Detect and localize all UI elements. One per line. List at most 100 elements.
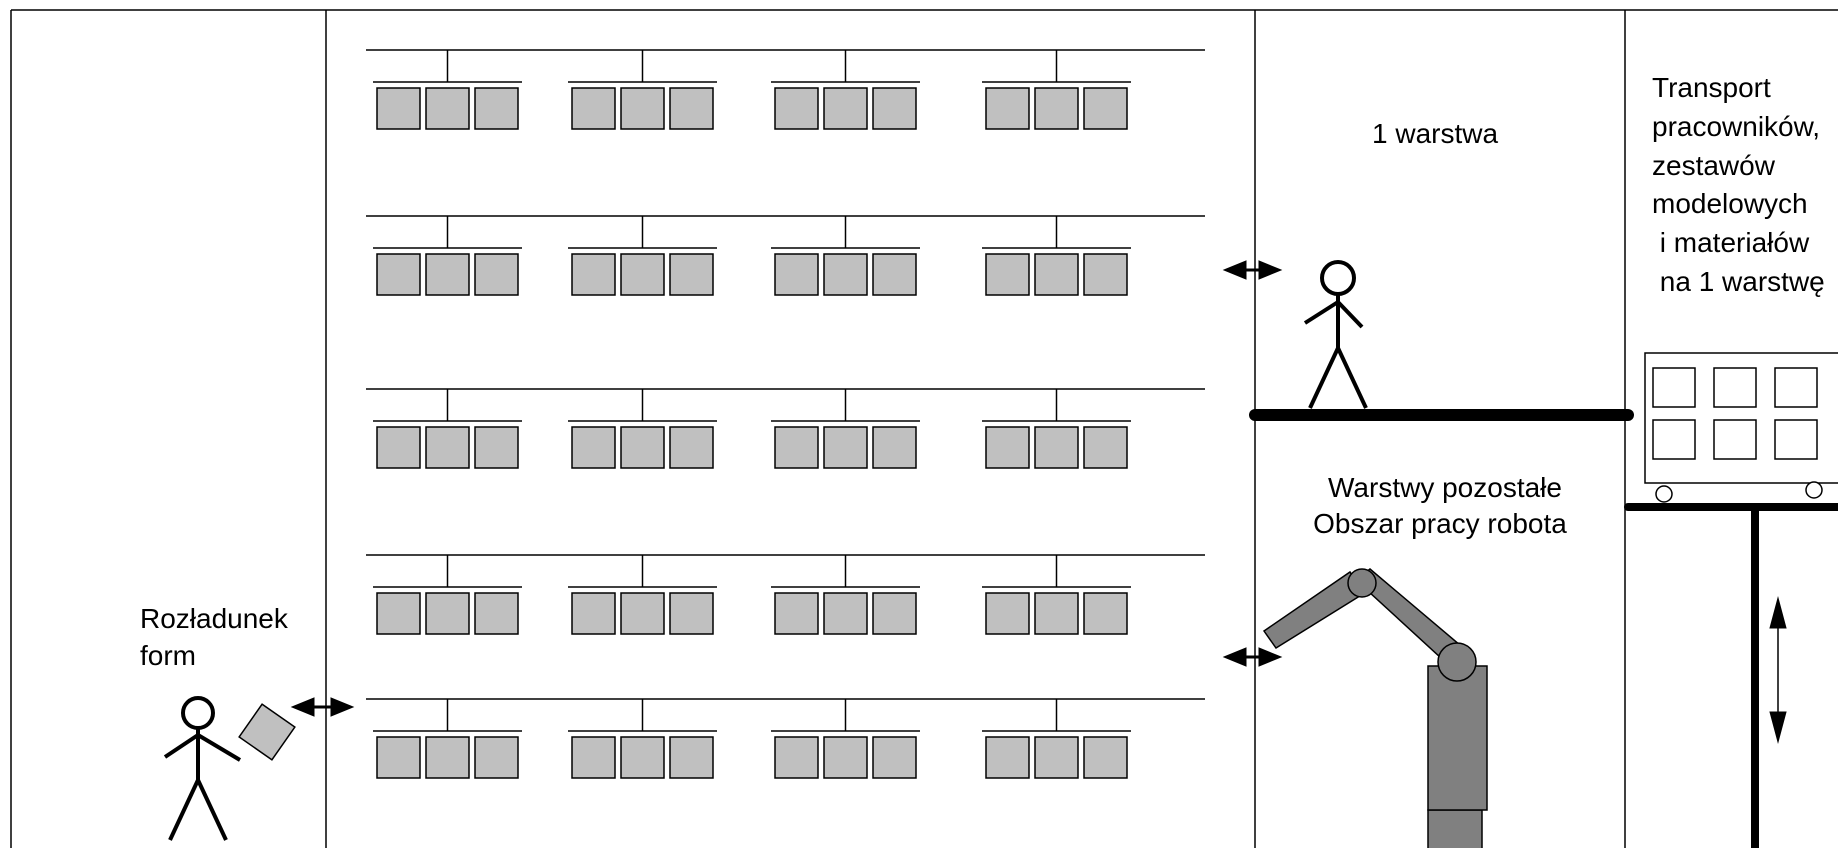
double-arrow-icon-robot	[1222, 647, 1283, 667]
transport-label-line-3: zestawów	[1652, 150, 1776, 181]
rack-box	[571, 426, 616, 469]
rack-box	[376, 426, 421, 469]
cart-box	[1713, 367, 1757, 408]
robot-arm-icon	[1262, 568, 1488, 848]
rack-box	[1034, 736, 1079, 779]
rack-row	[366, 388, 1205, 469]
rack-box	[620, 426, 665, 469]
rack-box	[474, 736, 519, 779]
rack-box	[823, 426, 868, 469]
rack-box	[1034, 426, 1079, 469]
rack-group	[982, 699, 1131, 779]
rack-group	[568, 50, 717, 130]
rack-group	[568, 699, 717, 779]
rack-box	[1083, 592, 1128, 635]
rack-group	[771, 389, 920, 469]
rack-box	[1034, 87, 1079, 130]
rack-box	[774, 592, 819, 635]
rack-group	[982, 389, 1131, 469]
rack-row	[366, 215, 1205, 296]
layer1-label: 1 warstwa	[1372, 118, 1498, 149]
double-arrow-icon-unloading	[290, 697, 355, 717]
rack-box	[669, 426, 714, 469]
double-arrow-icon-layer1	[1222, 260, 1283, 280]
rack-box	[1083, 87, 1128, 130]
rack-box	[985, 253, 1030, 296]
rack-box	[669, 592, 714, 635]
rack-box	[985, 87, 1030, 130]
transport-cart-icon	[1644, 352, 1838, 503]
rack-box	[669, 87, 714, 130]
cart-box	[1774, 419, 1818, 460]
rack-box	[823, 253, 868, 296]
transport-label-line-1: Transport	[1652, 72, 1771, 103]
rack-box	[872, 592, 917, 635]
rack-box	[985, 736, 1030, 779]
rack-row	[366, 554, 1205, 635]
rack-box	[376, 736, 421, 779]
rack-box	[872, 426, 917, 469]
rack-box	[774, 426, 819, 469]
rack-group	[373, 50, 522, 130]
rack-group	[568, 389, 717, 469]
rack-box	[571, 253, 616, 296]
rack-box	[620, 736, 665, 779]
rack-rows	[366, 49, 1205, 779]
rack-box	[823, 736, 868, 779]
rack-group	[373, 555, 522, 635]
rack-box	[376, 592, 421, 635]
rack-box	[425, 253, 470, 296]
rack-box	[872, 736, 917, 779]
cart-boxes	[1652, 367, 1818, 460]
unloading-label-line-2: form	[140, 640, 196, 671]
robot-area-label-line-2: Obszar pracy robota	[1313, 508, 1567, 539]
rack-box	[985, 426, 1030, 469]
rack-group	[568, 555, 717, 635]
rack-box	[474, 253, 519, 296]
rack-group	[771, 216, 920, 296]
rack-box	[620, 253, 665, 296]
rack-box	[425, 736, 470, 779]
rack-box	[774, 87, 819, 130]
rack-box	[872, 87, 917, 130]
rack-box	[474, 426, 519, 469]
cart-box	[1774, 367, 1818, 408]
rack-box	[571, 736, 616, 779]
rack-group	[771, 50, 920, 130]
form-box-icon	[238, 703, 296, 761]
rack-group	[982, 50, 1131, 130]
rack-box	[823, 592, 868, 635]
rack-box	[985, 592, 1030, 635]
rack-box	[376, 87, 421, 130]
rack-box	[1034, 253, 1079, 296]
rack-box	[620, 592, 665, 635]
rack-box	[474, 87, 519, 130]
rack-box	[1083, 736, 1128, 779]
worker-layer1-icon	[1303, 260, 1368, 409]
rack-box	[425, 87, 470, 130]
rack-group	[568, 216, 717, 296]
rack-box	[425, 592, 470, 635]
rack-box	[1034, 592, 1079, 635]
rack-box	[774, 736, 819, 779]
rack-group	[373, 216, 522, 296]
rack-box	[1083, 426, 1128, 469]
rack-box	[872, 253, 917, 296]
transport-label-line-4: modelowych	[1652, 188, 1808, 219]
transport-label-line-5: i materiałów	[1652, 227, 1810, 258]
rack-group	[373, 699, 522, 779]
rack-group	[982, 216, 1131, 296]
rack-box	[823, 87, 868, 130]
rack-box	[620, 87, 665, 130]
worker-unloading-icon	[163, 696, 242, 841]
rack-box	[474, 592, 519, 635]
robot-area-label-line-1: Warstwy pozostałe	[1328, 472, 1562, 503]
rack-box	[425, 426, 470, 469]
rack-row	[366, 698, 1205, 779]
cart-box	[1652, 419, 1696, 460]
rack-box	[1083, 253, 1128, 296]
vertical-double-arrow-icon	[1769, 596, 1787, 744]
rack-box	[571, 87, 616, 130]
unloading-label-line-1: Rozładunek	[140, 603, 289, 634]
